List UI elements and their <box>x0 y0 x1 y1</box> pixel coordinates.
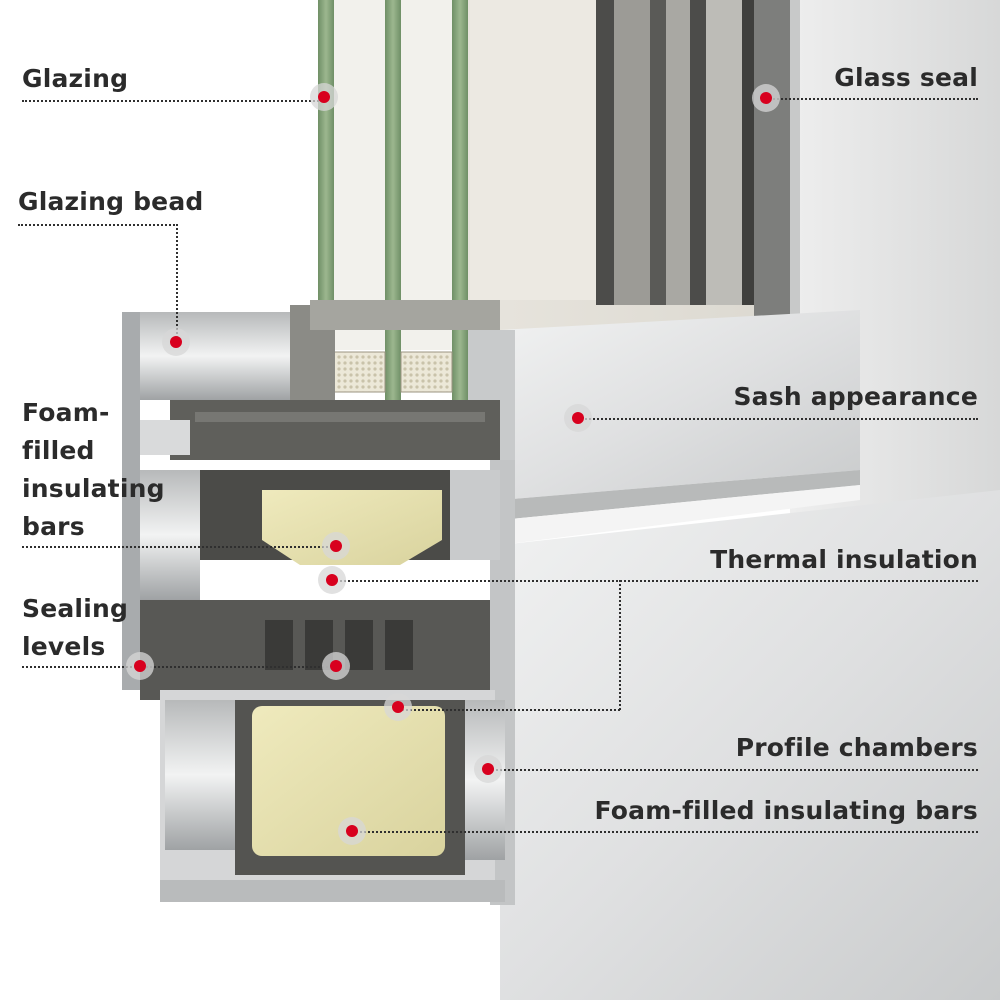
marker-glazing <box>310 83 338 111</box>
label-thermal-insulation: Thermal insulation <box>710 545 978 574</box>
label-glazing: Glazing <box>22 64 129 93</box>
marker-thermal-insulation <box>318 566 346 594</box>
leader-glazing-bead <box>18 224 178 226</box>
marker-glazing-bead <box>162 328 190 356</box>
label-foam-filled-left-2: filled <box>22 436 95 465</box>
leader-thermal-insulation-drop <box>619 580 621 710</box>
label-foam-filled-left-4: bars <box>22 512 85 541</box>
leader-profile-chambers <box>488 769 978 771</box>
label-foam-filled-right: Foam-filled insulating bars <box>594 796 978 825</box>
leader-foam-filled-left <box>22 546 336 548</box>
marker-profile-chambers <box>474 755 502 783</box>
label-foam-filled-left-1: Foam- <box>22 398 110 427</box>
glass-panes <box>318 0 468 405</box>
marker-thermal-insulation-lower <box>384 693 412 721</box>
sash-insulation-core <box>140 470 500 600</box>
marker-foam-filled-right <box>338 817 366 845</box>
leader-glazing <box>22 100 322 102</box>
label-foam-filled-left-3: insulating <box>22 474 165 503</box>
label-glass-seal: Glass seal <box>834 63 978 92</box>
frame-profile <box>140 600 505 902</box>
leader-thermal-insulation-return <box>398 709 620 711</box>
label-sealing-levels-2: levels <box>22 632 106 661</box>
leader-glass-seal <box>766 98 978 100</box>
marker-sealing-levels-center <box>322 652 350 680</box>
marker-sealing-levels <box>126 652 154 680</box>
label-sash-appearance: Sash appearance <box>733 382 978 411</box>
leader-sealing-levels <box>22 666 336 668</box>
marker-sash-appearance <box>564 404 592 432</box>
label-glazing-bead: Glazing bead <box>18 187 204 216</box>
marker-glass-seal <box>752 84 780 112</box>
aluminium-face <box>490 310 1000 1000</box>
marker-foam-filled-left <box>322 532 350 560</box>
label-sealing-levels-1: Sealing <box>22 594 129 623</box>
leader-sash-appearance <box>578 418 978 420</box>
leader-thermal-insulation <box>332 580 978 582</box>
label-profile-chambers: Profile chambers <box>735 733 978 762</box>
leader-foam-filled-right <box>352 831 978 833</box>
leader-glazing-bead-drop <box>176 224 178 342</box>
